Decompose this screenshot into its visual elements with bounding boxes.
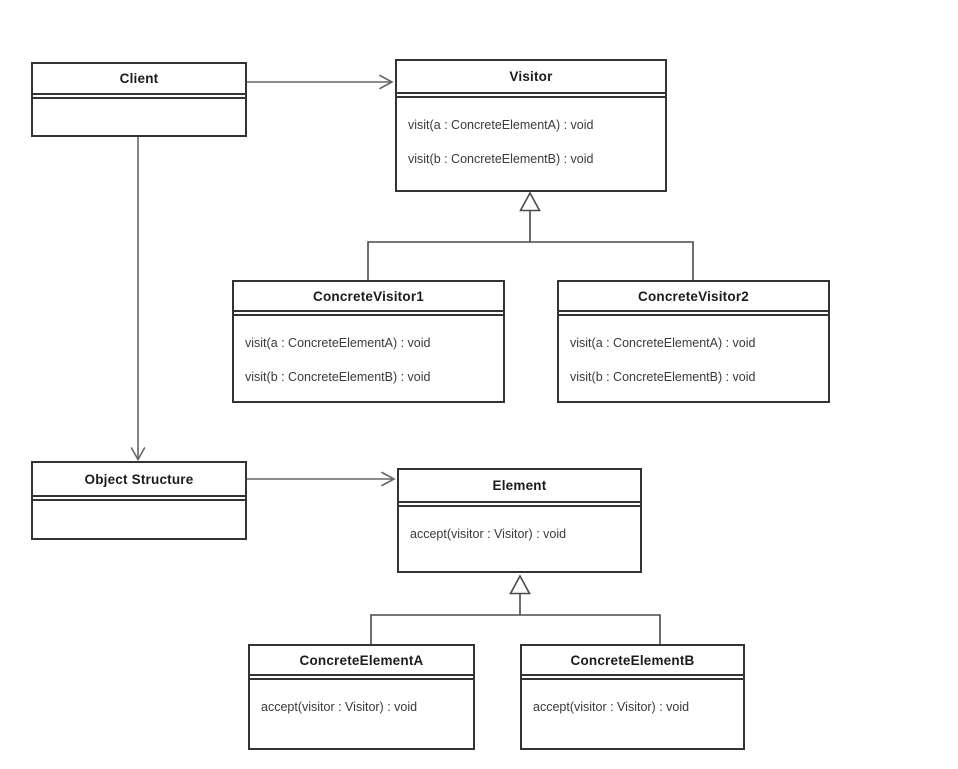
class-members-concrete-visitor2: visit(a : ConcreteElementA) : void visit…	[559, 316, 828, 394]
compartment-separator	[234, 312, 503, 316]
method-visit-a: visit(a : ConcreteElementA) : void	[245, 336, 431, 350]
method-accept: accept(visitor : Visitor) : void	[533, 700, 690, 714]
compartment-separator	[33, 497, 245, 501]
class-title-concrete-visitor1: ConcreteVisitor1	[234, 282, 503, 312]
method-visit-b: visit(b : ConcreteElementB) : void	[245, 370, 431, 384]
class-box-visitor: Visitor visit(a : ConcreteElementA) : vo…	[395, 59, 667, 192]
method-accept: accept(visitor : Visitor) : void	[410, 527, 567, 541]
class-box-concrete-visitor2: ConcreteVisitor2 visit(a : ConcreteEleme…	[557, 280, 830, 403]
compartment-separator	[33, 95, 245, 99]
class-title-concrete-element-b: ConcreteElementB	[522, 646, 743, 676]
method-accept: accept(visitor : Visitor) : void	[261, 700, 418, 714]
association-client-to-object-structure	[130, 137, 146, 462]
compartment-separator	[250, 676, 473, 680]
class-box-element: Element accept(visitor : Visitor) : void	[397, 468, 642, 573]
class-title-visitor: Visitor	[397, 61, 665, 94]
method-visit-a: visit(a : ConcreteElementA) : void	[570, 336, 756, 350]
method-visit-b: visit(b : ConcreteElementB) : void	[570, 370, 756, 384]
class-members-concrete-element-b: accept(visitor : Visitor) : void	[522, 680, 743, 724]
generalization-elements	[370, 574, 661, 644]
class-box-object-structure: Object Structure	[31, 461, 247, 540]
class-members-element: accept(visitor : Visitor) : void	[399, 507, 640, 551]
class-members-concrete-visitor1: visit(a : ConcreteElementA) : void visit…	[234, 316, 503, 394]
compartment-separator	[522, 676, 743, 680]
method-visit-a: visit(a : ConcreteElementA) : void	[408, 118, 594, 132]
class-box-concrete-element-b: ConcreteElementB accept(visitor : Visito…	[520, 644, 745, 750]
class-box-client: Client	[31, 62, 247, 137]
generalization-visitors	[367, 191, 694, 280]
class-title-client: Client	[33, 64, 245, 95]
class-title-object-structure: Object Structure	[33, 463, 245, 497]
class-title-element: Element	[399, 470, 640, 503]
compartment-separator	[397, 94, 665, 98]
class-box-concrete-element-a: ConcreteElementA accept(visitor : Visito…	[248, 644, 475, 750]
association-client-to-visitor	[247, 74, 394, 90]
class-members-object-structure	[33, 501, 245, 511]
compartment-separator	[559, 312, 828, 316]
class-members-client	[33, 99, 245, 109]
association-object-structure-to-element	[247, 471, 396, 487]
compartment-separator	[399, 503, 640, 507]
class-members-concrete-element-a: accept(visitor : Visitor) : void	[250, 680, 473, 724]
method-visit-b: visit(b : ConcreteElementB) : void	[408, 152, 594, 166]
class-title-concrete-visitor2: ConcreteVisitor2	[559, 282, 828, 312]
class-title-concrete-element-a: ConcreteElementA	[250, 646, 473, 676]
class-box-concrete-visitor1: ConcreteVisitor1 visit(a : ConcreteEleme…	[232, 280, 505, 403]
class-members-visitor: visit(a : ConcreteElementA) : void visit…	[397, 98, 665, 176]
